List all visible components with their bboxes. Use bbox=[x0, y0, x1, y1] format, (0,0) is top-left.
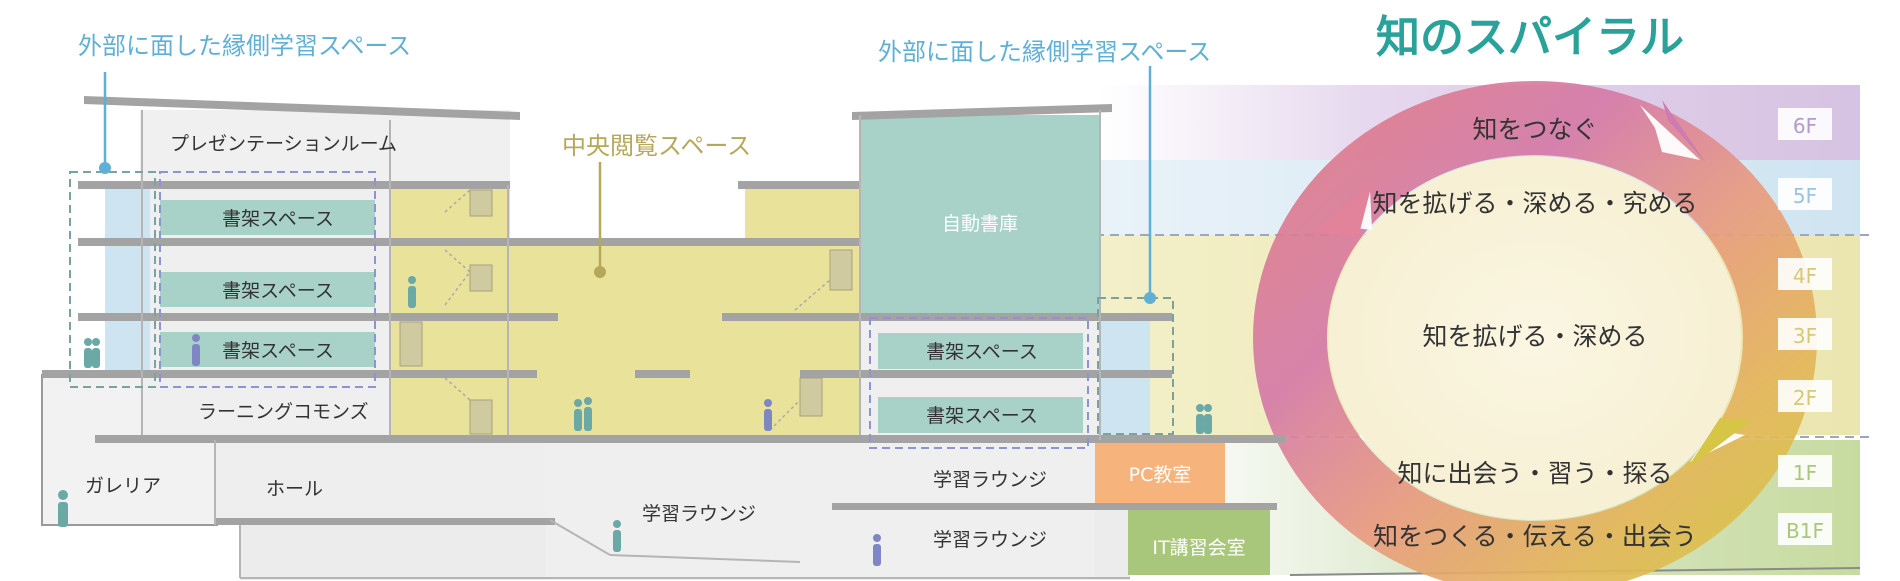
slab bbox=[832, 503, 1277, 510]
label-pc-room: PC教室 bbox=[1129, 464, 1192, 486]
label-shelf-right-2: 書架スペース bbox=[926, 405, 1038, 427]
slab bbox=[722, 313, 1172, 321]
it-room-block bbox=[1128, 510, 1270, 575]
building-section bbox=[41, 66, 1285, 580]
label-auto-stack: 自動書庫 bbox=[942, 213, 1018, 235]
label-shelf-right-1: 書架スペース bbox=[926, 341, 1038, 363]
shelf-right-dash bbox=[869, 317, 1089, 449]
ring-text-b1f: 知をつくる・伝える・出会う bbox=[1373, 522, 1697, 551]
veranda-right-dash bbox=[1097, 297, 1174, 435]
leader-left-dot bbox=[99, 162, 111, 174]
stairs-b1 bbox=[609, 554, 801, 563]
diagram-title: 知のスパイラル bbox=[1376, 12, 1684, 63]
left-veranda-blue bbox=[105, 185, 150, 370]
stair-lines bbox=[444, 189, 831, 431]
label-presentation-room: プレゼンテーションルーム bbox=[170, 133, 397, 155]
label-shelf-left-3: 書架スペース bbox=[222, 340, 334, 362]
slab bbox=[95, 435, 1285, 443]
leader-right-dot bbox=[1144, 292, 1156, 304]
floor-badge-box bbox=[1778, 258, 1832, 290]
left-yellow-core bbox=[390, 185, 510, 440]
veranda-left-dash bbox=[69, 171, 156, 388]
floor-badge-2f: 2F bbox=[1793, 386, 1817, 410]
arrow-head-left-tip bbox=[1312, 184, 1372, 238]
label-it-room: IT講習会室 bbox=[1152, 537, 1245, 559]
floor-badge-box bbox=[1778, 513, 1832, 545]
floor-badge-box bbox=[1778, 455, 1832, 487]
floor-badge-box bbox=[1778, 108, 1832, 140]
slab bbox=[635, 370, 690, 378]
shelf-block bbox=[878, 397, 1083, 433]
leader-central-dot bbox=[594, 266, 606, 278]
spiral-ring bbox=[1253, 81, 1817, 581]
slab bbox=[42, 370, 537, 378]
shelf-block bbox=[160, 272, 375, 307]
floor-badge-box bbox=[1778, 178, 1832, 210]
label-veranda-right: 外部に面した縁側学習スペース bbox=[878, 38, 1211, 66]
shelf-block bbox=[878, 333, 1083, 369]
floor-badge-1f: 1F bbox=[1793, 461, 1817, 485]
floor-badge-5f: 5F bbox=[1793, 184, 1817, 208]
slab bbox=[78, 313, 558, 321]
label-shelf-left-1: 書架スペース bbox=[222, 208, 334, 230]
ring-center bbox=[1329, 156, 1741, 520]
arrow-head-top-right bbox=[1640, 105, 1700, 160]
central-upper-yellow bbox=[745, 185, 860, 240]
stair-symbols bbox=[399, 189, 853, 435]
slab bbox=[78, 238, 860, 246]
slab bbox=[738, 181, 860, 189]
label-veranda-left: 外部に面した縁側学習スペース bbox=[78, 32, 411, 60]
floor-badge-4f: 4F bbox=[1793, 264, 1817, 288]
floor-badge-b1f: B1F bbox=[1786, 519, 1824, 543]
label-galleria: ガレリア bbox=[85, 475, 161, 497]
label-hall: ホール bbox=[266, 478, 323, 500]
hall-block bbox=[215, 440, 545, 525]
label-lounge-1f: 学習ラウンジ bbox=[933, 469, 1047, 491]
people-figures bbox=[58, 276, 1212, 566]
label-lounge-b1-right: 学習ラウンジ bbox=[933, 529, 1047, 551]
ring-text-top: 知をつなぐ bbox=[1472, 115, 1597, 144]
shelf-block bbox=[160, 200, 375, 235]
arrow-head-top-right-tip bbox=[1662, 100, 1706, 163]
floor-badge-3f: 3F bbox=[1793, 324, 1817, 348]
roof-right bbox=[852, 104, 1112, 120]
floor-badges: 6F 5F 4F 3F 2F 1F B1F bbox=[1778, 108, 1832, 545]
slab bbox=[78, 181, 510, 189]
label-learning-commons: ラーニングコモンズ bbox=[198, 401, 369, 423]
slab bbox=[800, 370, 1172, 378]
auto-stack-block bbox=[860, 115, 1100, 315]
ring-text-1f: 知に出会う・習う・探る bbox=[1397, 459, 1672, 488]
floor-badge-box bbox=[1778, 380, 1832, 412]
stairs-b1 bbox=[549, 519, 611, 556]
floor-badge-6f: 6F bbox=[1793, 114, 1817, 138]
slab bbox=[215, 518, 555, 525]
pc-room-block bbox=[1095, 443, 1225, 505]
ring-text-5f: 知を拡げる・深める・究める bbox=[1372, 189, 1697, 218]
roof-left bbox=[84, 96, 520, 120]
shelf-left-dash bbox=[159, 171, 376, 388]
label-lounge-b1-left: 学習ラウンジ bbox=[642, 503, 756, 525]
arrow-head-bottom-right-tip bbox=[1686, 418, 1752, 470]
label-central-reading: 中央閲覧スペース bbox=[562, 132, 751, 160]
floor-badge-box bbox=[1778, 318, 1832, 350]
label-shelf-left-2: 書架スペース bbox=[222, 280, 334, 302]
ring-text-center: 知を拡げる・深める bbox=[1422, 322, 1647, 351]
